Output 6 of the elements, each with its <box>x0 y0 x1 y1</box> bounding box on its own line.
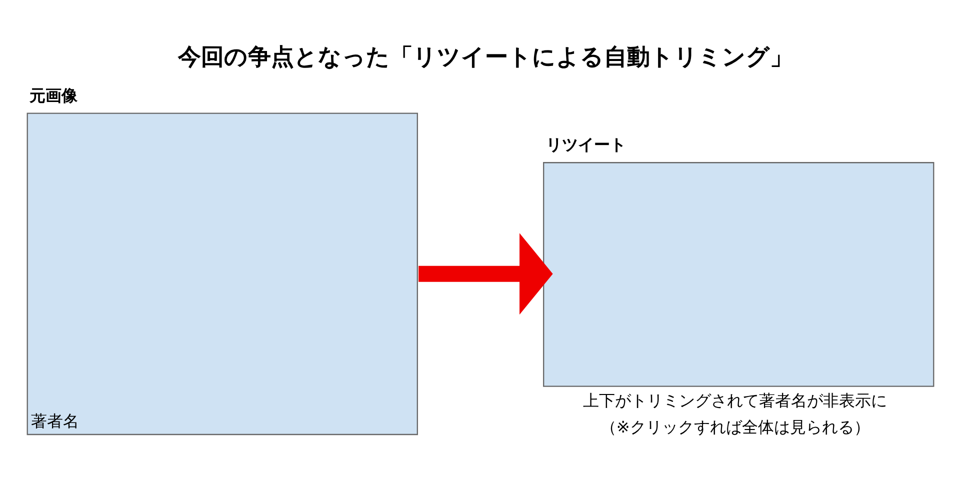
node-label: （※クリックすれば全体は見られる） <box>600 417 870 436</box>
node-label: リツイート <box>545 135 626 154</box>
diagram-title: 今回の争点となった「リツイートによる自動トリミング」 <box>178 44 793 71</box>
node-label: 上下がトリミングされて著者名が非表示に <box>582 391 887 410</box>
arrow <box>418 233 552 315</box>
node-label: 元画像 <box>29 86 78 105</box>
